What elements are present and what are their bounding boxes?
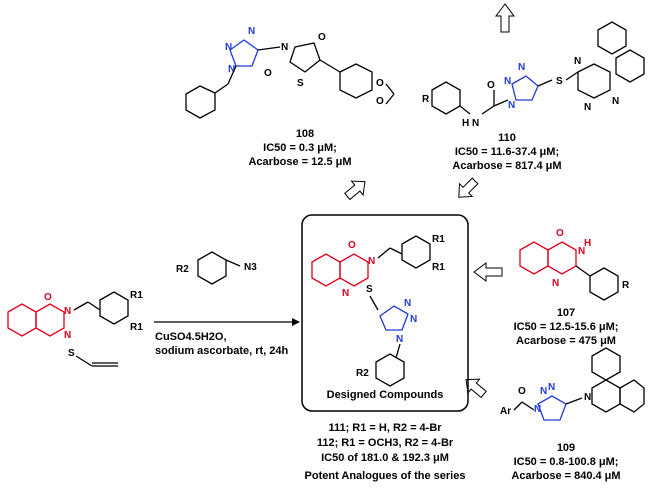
svg-text:H: H: [462, 118, 469, 129]
svg-text:S: S: [297, 78, 304, 89]
svg-text:N: N: [584, 102, 591, 113]
compound-110-structure: R H N O N N N S N N N: [422, 21, 645, 129]
starting-alkyne-structure: O N N R1 R1 S: [7, 290, 143, 367]
svg-text:Ar: Ar: [500, 406, 511, 417]
designed-compounds-title: Designed Compounds: [327, 389, 444, 401]
svg-text:R: R: [422, 94, 430, 105]
svg-text:N: N: [410, 314, 417, 325]
svg-text:O: O: [487, 80, 495, 91]
compound-107-ic50: IC50 = 12.5-15.6 μM;: [514, 321, 619, 333]
designed-line-112: 112; R1 = OCH3, R2 = 4-Br: [317, 437, 454, 449]
svg-text:S: S: [366, 284, 373, 295]
svg-text:N: N: [368, 256, 375, 267]
designed-compound-structure: O N N R1 R1 S N N N R2: [311, 234, 445, 387]
compound-109-id: 109: [557, 442, 575, 454]
svg-text:N: N: [228, 64, 235, 75]
designed-line-ic50: IC50 of 181.0 & 192.3 μM: [321, 452, 449, 464]
svg-text:N: N: [342, 288, 349, 299]
svg-text:N: N: [574, 56, 581, 67]
compound-108-structure: N N N N O O S O O: [185, 26, 395, 119]
svg-text:N: N: [584, 392, 591, 403]
svg-text:N: N: [281, 42, 288, 53]
compound-110-id: 110: [498, 132, 516, 144]
svg-text:O: O: [518, 386, 526, 397]
compound-108-id: 108: [296, 128, 314, 140]
svg-text:O: O: [264, 68, 272, 79]
svg-text:N: N: [225, 42, 232, 53]
reaction-condition-2: sodium ascorbate, rt, 24h: [155, 345, 289, 357]
svg-text:R1: R1: [432, 262, 445, 273]
designed-compounds-box: [301, 214, 469, 412]
svg-text:N: N: [472, 118, 479, 129]
svg-text:N: N: [540, 386, 547, 397]
svg-text:O: O: [348, 240, 356, 251]
svg-text:O: O: [318, 32, 326, 43]
arrow-from-110: [458, 177, 479, 198]
svg-text:S: S: [556, 76, 563, 87]
svg-text:R1: R1: [130, 290, 143, 301]
arrow-from-109: [465, 378, 487, 399]
svg-text:O: O: [376, 96, 384, 107]
svg-text:N: N: [548, 382, 555, 393]
svg-text:R1: R1: [432, 234, 445, 245]
reaction-arrow: [154, 318, 300, 326]
compound-110-ic50: IC50 = 11.6-37.4 μM;: [455, 146, 559, 158]
compound-107-acarbose: Acarbose = 475 μM: [516, 335, 616, 347]
svg-text:N: N: [534, 404, 541, 415]
svg-text:N: N: [396, 334, 403, 345]
reaction-condition-1: CuSO4.5H2O,: [155, 331, 227, 343]
svg-text:N: N: [552, 278, 559, 289]
svg-text:R1: R1: [130, 322, 143, 333]
compound-109-ic50: IC50 = 0.8-100.8 μM;: [514, 456, 619, 468]
svg-text:N: N: [612, 96, 619, 107]
svg-text:N: N: [64, 330, 71, 341]
svg-text:S: S: [68, 348, 75, 359]
compound-108-acarbose: Acarbose = 12.5 μM: [248, 156, 351, 168]
svg-text:N: N: [578, 246, 585, 257]
compound-108-ic50: IC50 = 0.3 μM;: [263, 142, 337, 154]
svg-text:R2: R2: [176, 264, 189, 275]
svg-text:N3: N3: [244, 262, 257, 273]
svg-text:O: O: [44, 292, 52, 303]
svg-text:H: H: [584, 238, 591, 249]
compound-107-structure: O N H N R: [519, 228, 630, 301]
svg-text:O: O: [376, 78, 384, 89]
svg-text:O: O: [556, 228, 564, 239]
compound-107-id: 107: [557, 307, 575, 319]
designed-line-111: 111; R1 = H, R2 = 4-Br: [328, 422, 442, 434]
svg-text:N: N: [518, 62, 525, 73]
svg-text:R: R: [622, 280, 630, 291]
compound-110-acarbose: Acarbose = 817.4 μM: [452, 160, 561, 172]
designed-line-potent: Potent Analogues of the series: [305, 470, 466, 482]
arrow-up: [495, 3, 515, 33]
svg-text:R2: R2: [356, 368, 369, 379]
svg-text:N: N: [404, 298, 411, 309]
compound-109-acarbose: Acarbose = 840.4 μM: [511, 470, 620, 482]
arrow-from-108: [344, 180, 366, 201]
azide-reagent-structure: R2 N3: [176, 251, 257, 285]
compound-109-structure: Ar O N N N N: [500, 347, 645, 421]
arrow-from-107: [473, 262, 503, 282]
svg-text:N: N: [508, 100, 515, 111]
svg-text:N: N: [504, 76, 511, 87]
svg-text:N: N: [64, 306, 71, 317]
svg-text:N: N: [248, 26, 255, 37]
